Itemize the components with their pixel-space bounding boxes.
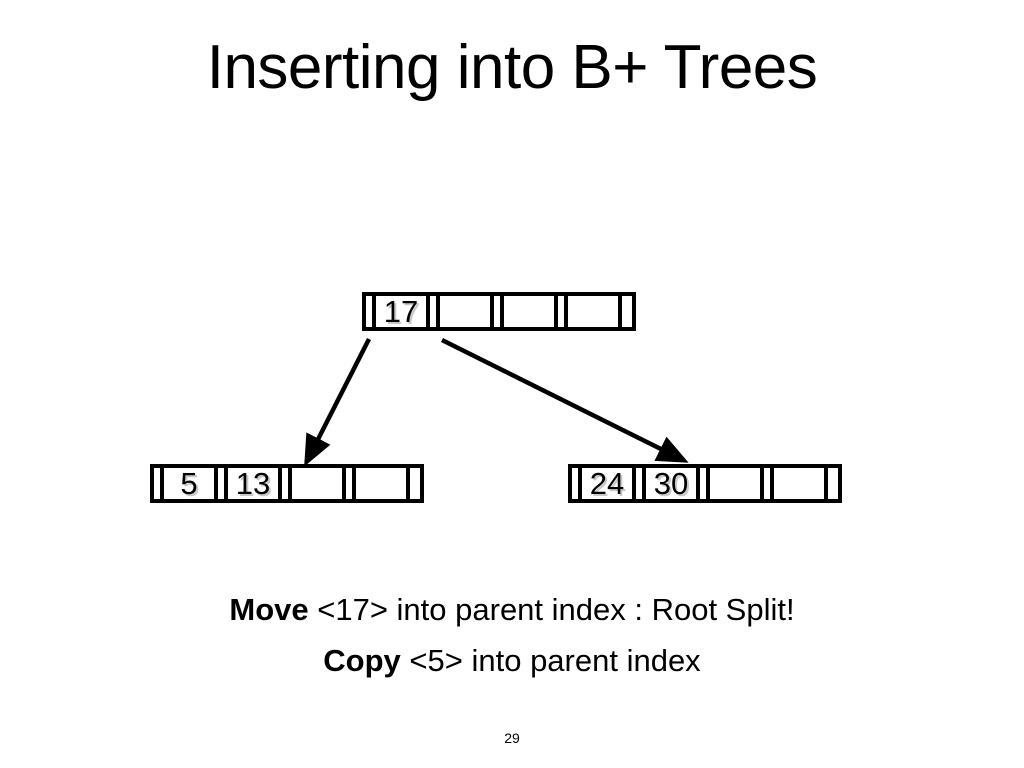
caption-line-2-action: Copy: [323, 643, 401, 678]
node-leaf-right-pointer-3: [764, 468, 774, 499]
node-root-key-2: [504, 296, 558, 327]
node-leaf-right-key-3: [774, 468, 828, 499]
node-leaf-right-pointer-4: [828, 468, 838, 499]
node-leaf-right-pointer-1: [636, 468, 646, 499]
tree-node-leaf-left[interactable]: 5 13: [150, 464, 424, 503]
node-root-key-3: [568, 296, 622, 327]
node-leaf-right-key-1-label: 30: [653, 466, 689, 501]
node-root-pointer-4: [622, 296, 632, 327]
edge-root-to-right-leaf: [440, 337, 689, 463]
node-leaf-right-key-0: 24: [582, 468, 636, 499]
node-root-pointer-3: [558, 296, 568, 327]
node-leaf-left-key-0-label: 5: [180, 466, 198, 501]
node-leaf-left-pointer-0: [154, 468, 164, 499]
slide-number: 29: [504, 730, 520, 746]
caption-line-1-action: Move: [229, 592, 309, 627]
node-leaf-right-key-0-label: 24: [589, 466, 625, 501]
node-leaf-right-pointer-0: [572, 468, 582, 499]
node-leaf-left-key-2: [292, 468, 346, 499]
node-leaf-left-pointer-1: [218, 468, 228, 499]
node-leaf-left-key-0: 5: [164, 468, 218, 499]
node-root-key-1: [440, 296, 494, 327]
node-leaf-left-pointer-2: [282, 468, 292, 499]
node-leaf-left-key-1-label: 13: [235, 466, 271, 501]
node-leaf-left-key-3: [356, 468, 410, 499]
caption-line-1: Move <17> into parent index : Root Split…: [0, 590, 1024, 630]
node-leaf-right-key-2: [710, 468, 764, 499]
node-root-key-0-label: 17: [383, 294, 419, 329]
caption-line-1-text: <17> into parent index : Root Split!: [308, 592, 795, 627]
caption-line-2-text: <5> into parent index: [400, 643, 701, 678]
caption-line-2: Copy <5> into parent index: [0, 641, 1024, 681]
tree-node-leaf-right[interactable]: 24 30: [568, 464, 842, 503]
node-leaf-left-pointer-3: [346, 468, 356, 499]
node-root-pointer-2: [494, 296, 504, 327]
node-root-pointer-1: [430, 296, 440, 327]
node-leaf-right-key-1: 30: [646, 468, 700, 499]
tree-node-root[interactable]: 17: [362, 292, 636, 331]
edge-root-to-left-leaf: [304, 337, 372, 467]
node-leaf-right-pointer-2: [700, 468, 710, 499]
node-leaf-left-key-1: 13: [228, 468, 282, 499]
page-title: Inserting into B+ Trees: [206, 33, 818, 102]
node-root-key-0: 17: [376, 296, 430, 327]
node-root-pointer-0: [366, 296, 376, 327]
node-leaf-left-pointer-4: [410, 468, 420, 499]
